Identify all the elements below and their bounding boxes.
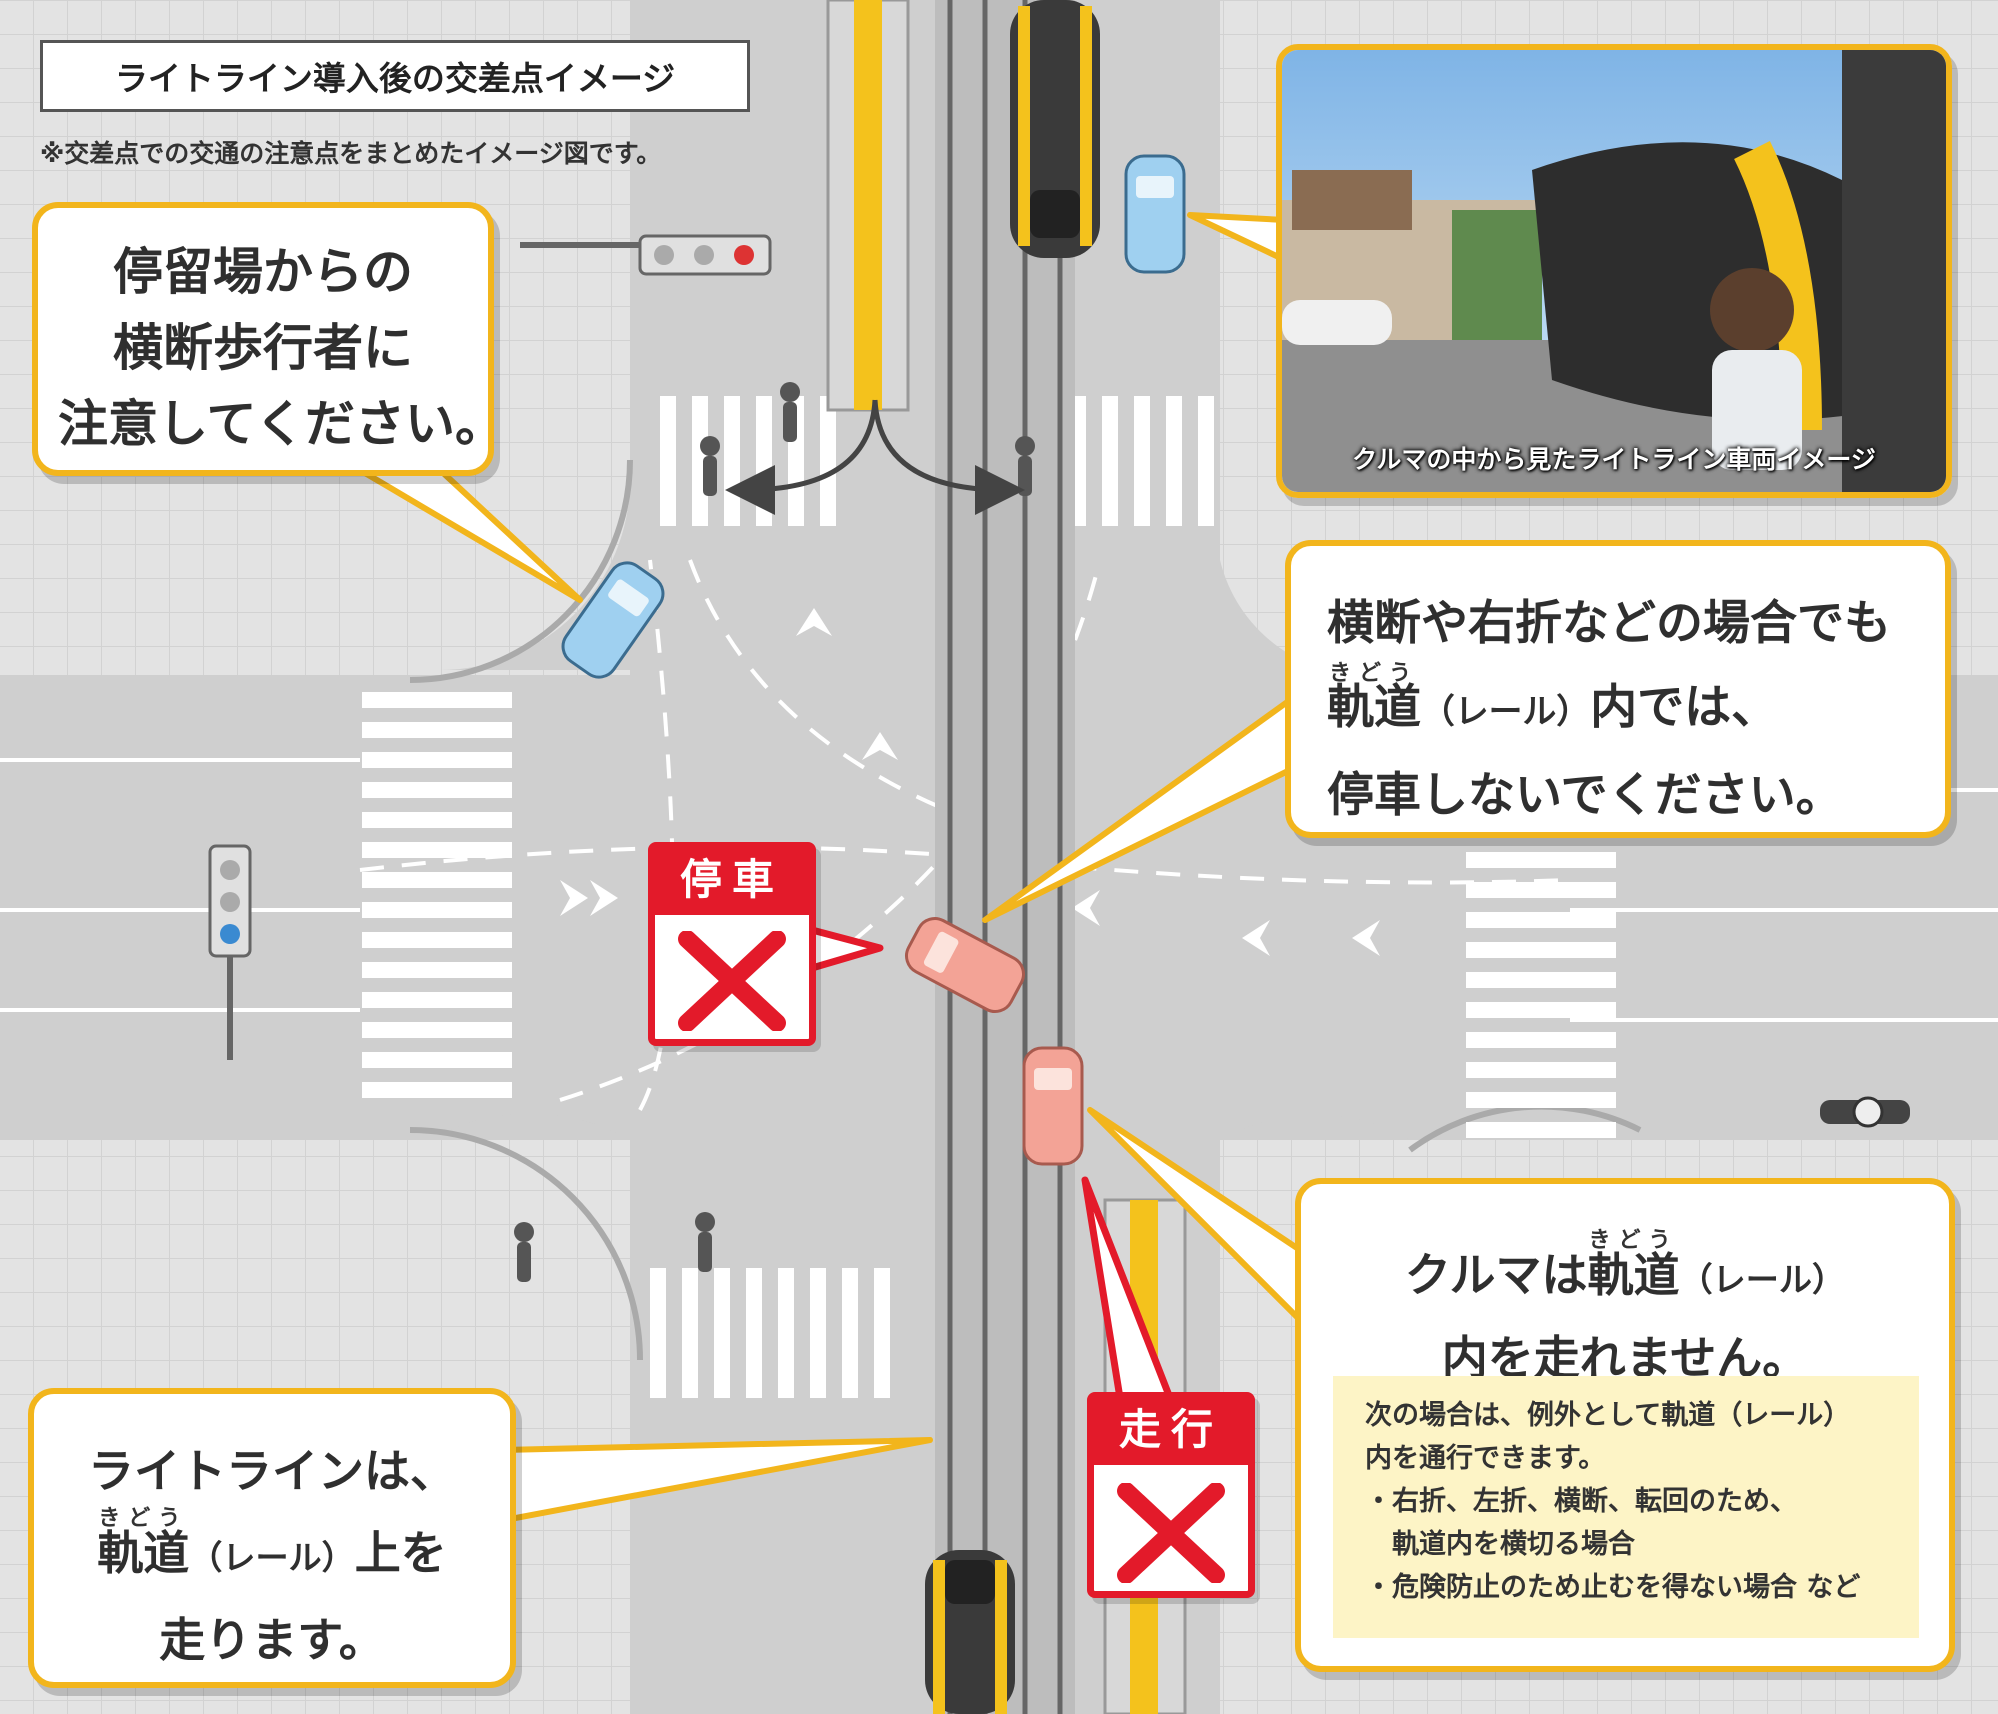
car-icon	[561, 561, 665, 679]
page-title: ライトライン導入後の交差点イメージ	[40, 40, 750, 112]
note-line: ・右折、左折、横断、転回のため、	[1365, 1486, 1797, 1517]
no-stopping-sign: 停車	[648, 842, 816, 1046]
rail-paren: （レール）	[1421, 692, 1591, 731]
exception-note: 次の場合は、例外として軌道（レール） 内を通行できます。 ・右折、左折、横断、転…	[1333, 1376, 1919, 1638]
note-line: ・危険防止のため止むを得ない場合 など	[1365, 1572, 1861, 1603]
kido-ruby-word: きどう軌道	[1587, 1228, 1680, 1314]
rail-paren: （レール）	[1679, 1260, 1846, 1299]
kido-reading: きどう	[1588, 1228, 1679, 1253]
tram-photo: クルマの中から見たライトライン車両イメージ	[1276, 44, 1952, 498]
bicycle-icon	[1820, 1096, 1910, 1128]
sign-label: 停車	[655, 849, 809, 915]
no-driving-callout: クルマはきどう軌道（レール） 内を走れません。 次の場合は、例外として軌道（レー…	[1295, 1178, 1955, 1672]
kido-text: 軌道	[97, 1526, 190, 1580]
crosswalks	[362, 396, 1616, 1398]
photo-caption: クルマの中から見たライトライン車両イメージ	[1352, 445, 1876, 474]
kido-ruby-word: きどう軌道	[1327, 661, 1421, 750]
kido-reading: きどう	[1328, 661, 1419, 686]
kido-ruby-word: きどう軌道	[97, 1506, 190, 1594]
tram-platform	[826, 0, 1187, 1714]
cross-mark-icon	[1117, 1483, 1225, 1583]
cross-mark-icon	[678, 931, 786, 1031]
callout-line: 停留場からの	[113, 243, 413, 301]
no-driving-sign: 走行	[1087, 1392, 1255, 1598]
callout-line: 注意してください。	[58, 395, 505, 453]
callout-line: 停車しないでください。	[1327, 768, 1843, 823]
callout-line: 横断や右折などの場合でも	[1327, 596, 1891, 651]
rail-paren: （レール）	[189, 1538, 355, 1577]
kido-text: 軌道	[1327, 680, 1421, 735]
car-icon	[905, 917, 1025, 1013]
kido-text: 軌道	[1587, 1248, 1680, 1302]
traffic-signal-icon	[208, 844, 252, 1060]
car-icon	[1022, 1046, 1084, 1166]
note-line: 次の場合は、例外として軌道（レール）	[1365, 1400, 1851, 1431]
note-line: 軌道内を横切る場合	[1365, 1529, 1635, 1560]
callout-line: ライトラインは、	[88, 1444, 456, 1498]
tram-icon	[925, 1550, 1015, 1714]
tram-icon	[1010, 0, 1100, 258]
kido-reading: きどう	[98, 1506, 189, 1531]
callout-line: クルマは	[1404, 1248, 1588, 1302]
no-stopping-callout: 横断や右折などの場合でも きどう軌道（レール）内では、 停車しないでください。	[1285, 540, 1951, 838]
traffic-signal-icon	[520, 234, 772, 276]
tram-photo-image	[1282, 50, 1946, 492]
pedestrian-warning-callout: 停留場からの 横断歩行者に 注意してください。	[32, 202, 505, 476]
page-subtitle: ※交差点での交通の注意点をまとめたイメージ図です。	[40, 139, 662, 168]
tram-tracks	[935, 0, 1075, 1714]
callout-line: 横断歩行者に	[113, 319, 413, 377]
tram-rail-callout: ライトラインは、 きどう軌道（レール）上を 走ります。	[28, 1388, 516, 1688]
note-line: 内を通行できます。	[1365, 1443, 1606, 1474]
car-icon	[1124, 154, 1186, 274]
callout-line: 内では、	[1590, 680, 1779, 735]
callout-line: 上を	[354, 1526, 447, 1580]
callout-line: 走ります。	[159, 1613, 385, 1667]
sign-label: 走行	[1094, 1399, 1248, 1465]
